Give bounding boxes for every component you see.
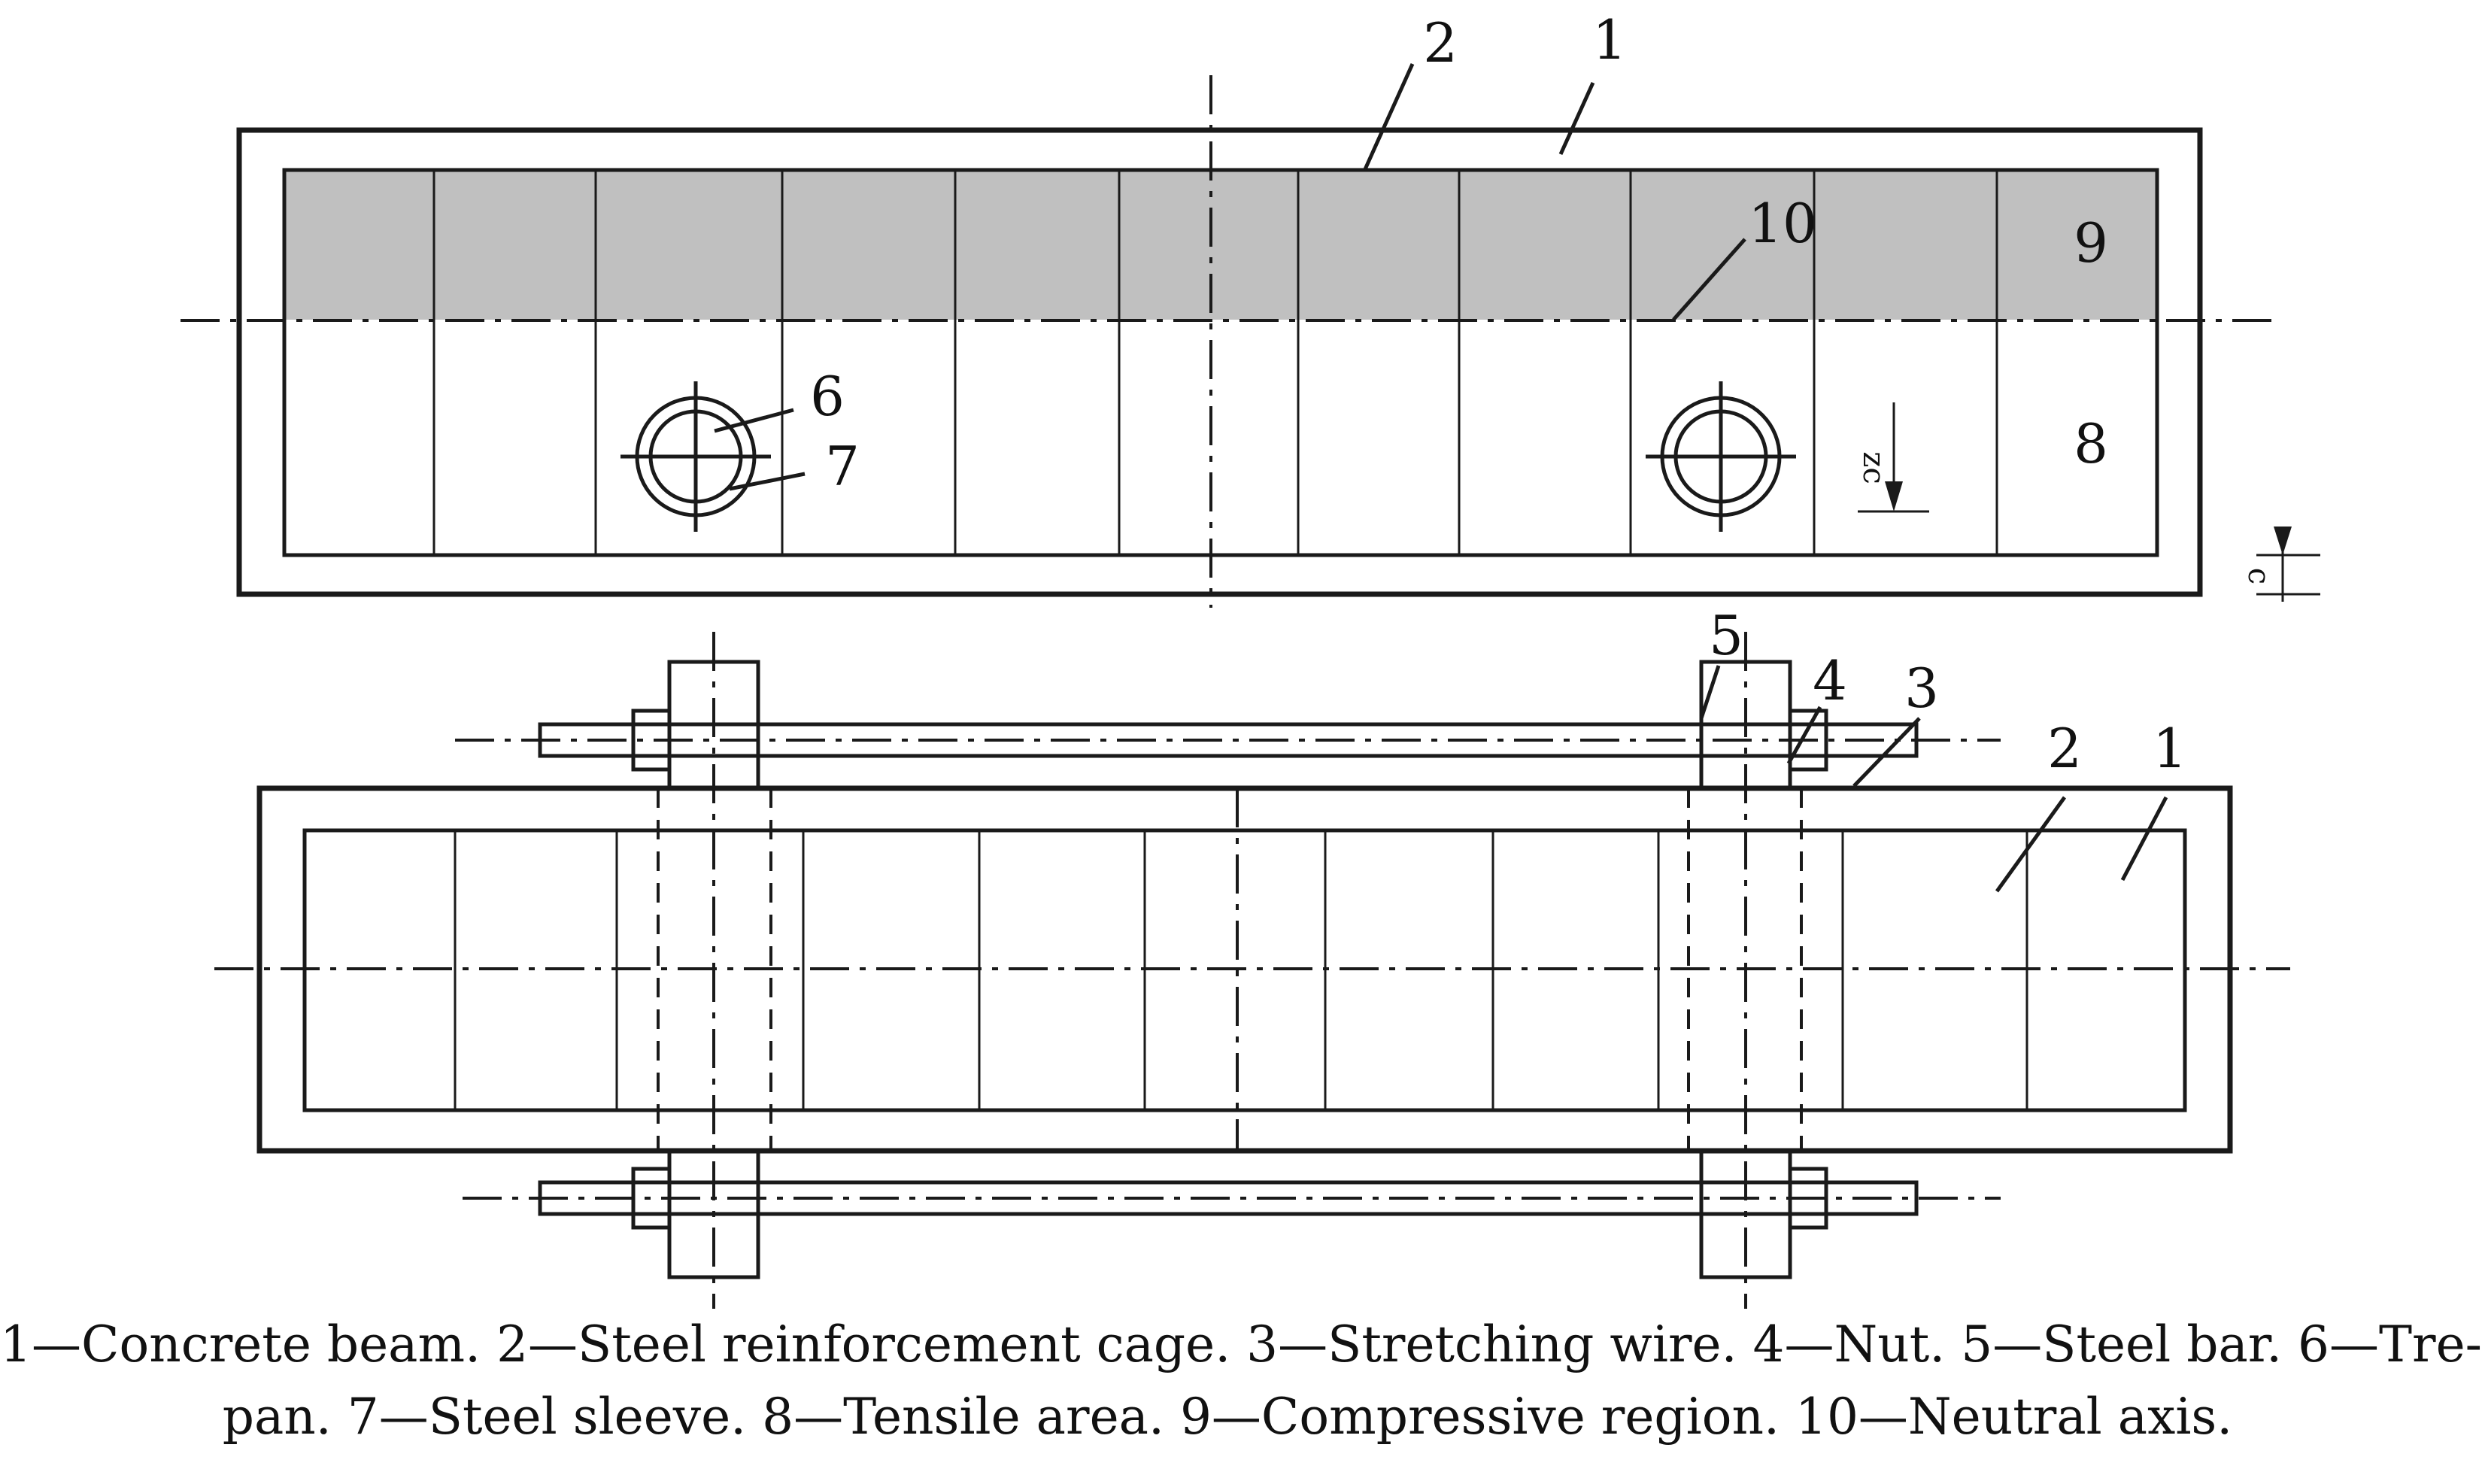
top-section-view: zc c 2 1 10 9 6 7 8 [181, 8, 2320, 608]
label-5: 5 [1709, 604, 1743, 667]
hidden-steel-bars [657, 788, 1803, 1151]
label-zc: zc [1856, 451, 1891, 484]
label-8: 8 [2074, 412, 2108, 475]
bottom-plan-view: 5 4 3 2 1 [214, 604, 2290, 1309]
label-2-bottom: 2 [2047, 717, 2082, 780]
reinforcement-cage-outline [282, 168, 2159, 557]
leader-4 [1786, 706, 1822, 765]
trepan-right [1646, 381, 1796, 532]
label-9: 9 [2074, 211, 2108, 275]
caption-line-2: pan. 7—Steel sleeve. 8—Tensile area. 9—C… [222, 1388, 2233, 1446]
compressive-region [284, 170, 2157, 320]
zc-dimension [1858, 402, 1929, 513]
label-4: 4 [1813, 649, 1847, 712]
leader-2-top [1363, 62, 1415, 171]
trepan-left [620, 381, 771, 532]
leader-5 [1699, 665, 1721, 719]
leader-10 [1672, 238, 1746, 321]
label-1-top: 1 [1592, 8, 1627, 71]
label-1-bottom: 1 [2153, 717, 2187, 780]
leader-7 [729, 472, 806, 491]
leader-1-top [1558, 81, 1595, 156]
leader-1-bottom [2120, 796, 2168, 882]
leader-2-bottom [1995, 796, 2067, 893]
leader-3 [1852, 717, 1921, 788]
label-c: c [2241, 568, 2276, 584]
leader-6 [714, 408, 794, 433]
concrete-beam-outline [236, 127, 2203, 597]
label-3: 3 [1904, 657, 1939, 720]
label-6: 6 [810, 365, 845, 428]
label-2-top: 2 [1423, 11, 1458, 74]
c-dimension [2256, 527, 2320, 602]
caption-line-1: 1—Concrete beam. 2—Steel reinforcement c… [0, 1316, 2482, 1373]
label-10: 10 [1748, 192, 1817, 255]
cage-stirrups [432, 170, 1998, 555]
label-7: 7 [825, 435, 860, 498]
figure-caption: 1—Concrete beam. 2—Steel reinforcement c… [0, 1309, 2482, 1453]
